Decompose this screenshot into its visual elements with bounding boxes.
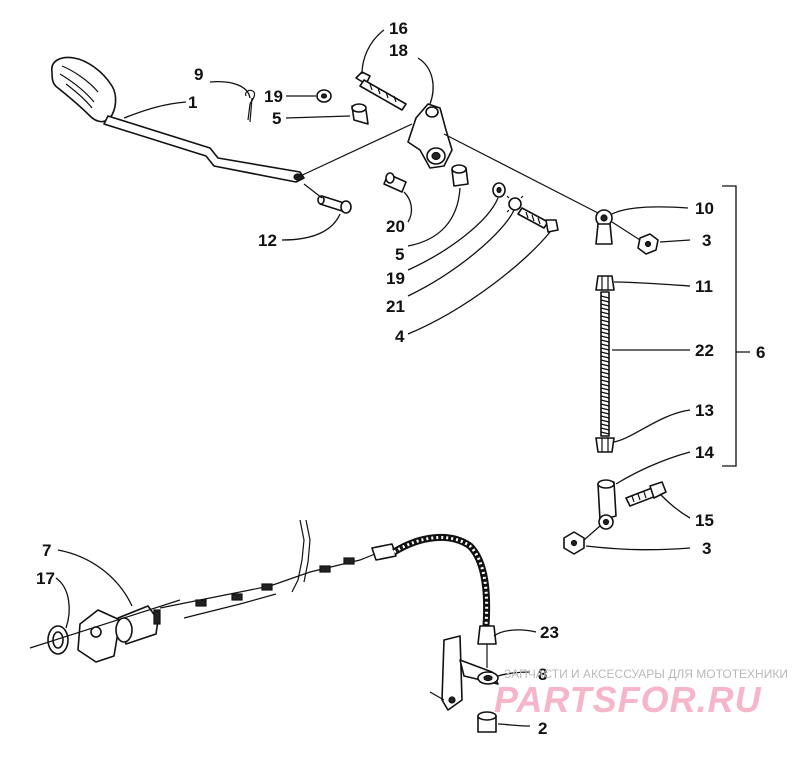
label-part-22: 22 <box>695 341 714 360</box>
label-part-21: 21 <box>386 297 405 316</box>
rod-end-upper <box>595 209 613 245</box>
cotter-pin <box>245 89 256 123</box>
watermark-logo: PARTSFOR.RU <box>494 679 762 720</box>
label-part-8: 8 <box>538 665 547 684</box>
wiring-harness <box>159 519 397 619</box>
alignment-line-nut-upper <box>611 221 641 241</box>
label-part-3-upper: 3 <box>702 231 711 250</box>
label-part-12: 12 <box>258 231 277 250</box>
alignment-line-nut-lower <box>583 525 601 541</box>
threaded-rod-22 <box>600 291 610 437</box>
alignment-line-bracket <box>443 133 601 215</box>
label-part-5-lower: 5 <box>395 245 404 264</box>
label-part-19-lower: 19 <box>386 269 405 288</box>
cap-2 <box>477 711 497 733</box>
rod-end-lower <box>597 479 617 530</box>
ball-joint-8 <box>477 671 499 685</box>
label-part-10: 10 <box>695 199 714 218</box>
bushing-5-lower <box>451 164 469 187</box>
label-part-7: 7 <box>42 541 51 560</box>
bolt-4 <box>517 207 559 233</box>
bolt-15 <box>625 481 667 507</box>
pivot-bracket <box>407 103 453 169</box>
label-part-6: 6 <box>756 343 765 362</box>
label-part-17: 17 <box>36 569 55 588</box>
label-part-18: 18 <box>389 41 408 60</box>
label-part-3-lower: 3 <box>702 539 711 558</box>
watermark-tagline: ЗАПЧАСТИ И АКСЕССУАРЫ ДЛЯ МОТОТЕХНИКИ <box>504 667 788 681</box>
label-part-19-top: 19 <box>264 87 283 106</box>
shift-cable <box>392 533 497 668</box>
label-part-11: 11 <box>695 277 713 296</box>
label-part-2: 2 <box>538 719 547 738</box>
neutral-switch-7 <box>115 605 161 645</box>
alignment-line-lever <box>295 123 413 179</box>
group-bracket-6 <box>722 185 750 467</box>
label-part-20: 20 <box>386 217 405 236</box>
mounting-plate <box>77 609 121 663</box>
label-part-1: 1 <box>188 93 197 112</box>
label-part-5-top: 5 <box>272 109 281 128</box>
label-part-23: 23 <box>540 623 559 642</box>
label-part-14: 14 <box>695 443 714 462</box>
seal-ring-17 <box>47 625 69 655</box>
bolt-16 <box>355 71 407 111</box>
label-part-9: 9 <box>194 65 203 84</box>
label-part-15: 15 <box>695 511 714 530</box>
label-part-13: 13 <box>695 401 714 420</box>
nut-3-upper <box>637 233 659 255</box>
clevis-pin <box>317 195 352 214</box>
alignment-line-pin <box>303 183 323 199</box>
nut-3-lower <box>563 531 585 555</box>
leader-lines <box>55 29 691 727</box>
label-part-4: 4 <box>395 327 405 346</box>
bushing-5-top <box>351 103 369 125</box>
shaft-axis <box>29 599 181 649</box>
bushing-20 <box>383 172 407 193</box>
jam-nut-11 <box>595 275 615 291</box>
lock-washer-21 <box>506 195 524 213</box>
washer-19-lower <box>492 182 506 198</box>
washer-19-top <box>316 89 332 103</box>
label-part-16: 16 <box>389 19 408 38</box>
jam-nut-13 <box>595 437 615 453</box>
shift-lever <box>51 56 305 183</box>
